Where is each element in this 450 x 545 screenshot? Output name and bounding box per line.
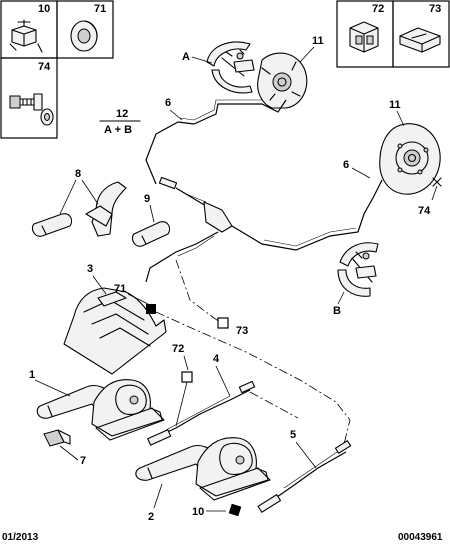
grommet-marker-72 [181,371,193,383]
inset-box-74: 74 [0,57,58,139]
inset-label-72: 72 [372,3,384,15]
callout-11-top: 11 [312,35,324,47]
leader-cable-route [155,311,351,445]
callout-73: 73 [236,325,248,337]
backing-plate-right [379,123,441,195]
clip-part-icon [9,19,43,53]
callout-3: 3 [87,263,93,275]
inset-box-72: 72 [336,0,394,68]
bolt-part-icon [9,93,54,126]
callout-74-right: 74 [418,205,431,217]
callout-A: A [182,51,190,63]
inset-label-73: 73 [429,3,441,15]
brake-shoes-a [206,41,255,94]
lever-boot-3 [63,287,167,375]
callout-6-right: 6 [343,159,349,171]
grommet-marker-73 [217,317,229,329]
leader-73 [175,259,221,323]
callout-4: 4 [213,353,220,365]
clip-part-7 [43,429,71,447]
secondary-cable-6 [145,99,383,251]
handbrake-lever-2 [135,437,271,501]
cap-dark-part-icon [349,21,379,53]
callout-72: 72 [172,343,184,355]
callout-1: 1 [29,369,35,381]
grip-parts-8 [31,181,127,237]
callout-10: 10 [192,506,204,518]
grip-part-9 [131,221,171,247]
inset-box-10: 10 [0,0,58,59]
cable-4 [147,380,256,446]
callout-12: 12 [116,108,128,120]
callout-11-right: 11 [389,99,401,111]
callout-2: 2 [148,511,154,523]
callout-9: 9 [144,193,150,205]
clip-marker-10 [228,503,242,517]
footer-date: 01/2013 [2,532,39,543]
kit-label-12: 12 A + B [99,108,141,136]
brake-shoes-b [337,242,379,297]
callout-12-sub: A + B [104,124,132,136]
grommet-part-icon [70,20,98,52]
inset-label-10: 10 [38,3,50,15]
callout-B: B [333,305,341,317]
inset-label-74: 74 [38,61,51,73]
callout-7: 7 [80,455,86,467]
inset-box-71: 71 [56,0,114,59]
footer-reference: 00043961 [398,532,443,543]
handbrake-lever-1 [36,379,165,441]
cable-5 [257,440,352,513]
inset-box-73: 73 [392,0,450,68]
callout-6-top: 6 [165,97,171,109]
leader-cable-4 [249,391,299,419]
bolt-74-marker [431,177,442,201]
cap-light-part-icon [399,27,441,53]
front-cable [145,231,219,283]
callout-5: 5 [290,429,296,441]
backing-plate-top [257,52,308,109]
grommet-marker-71 [146,304,156,314]
callout-8: 8 [75,168,81,180]
inset-label-71: 71 [94,3,106,15]
callout-71: 71 [114,283,126,295]
